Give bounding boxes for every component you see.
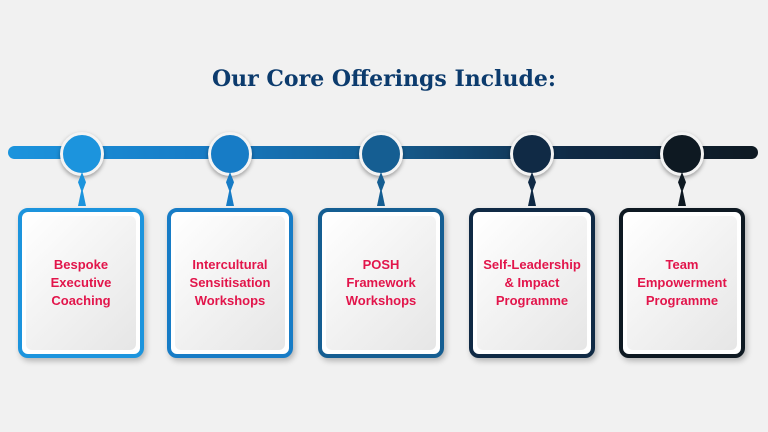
- offering-card-4: Self-Leadership & Impact Programme: [469, 208, 595, 358]
- timeline-node-4: [502, 128, 562, 328]
- node-circle: [60, 132, 104, 176]
- offering-label: Bespoke Executive Coaching: [50, 257, 112, 308]
- node-connector: [528, 172, 536, 206]
- offering-label: POSH Framework Workshops: [345, 257, 417, 308]
- offering-label: Intercultural Sensitisation Workshops: [189, 257, 271, 308]
- timeline-node-1: [52, 128, 112, 328]
- node-connector: [78, 172, 86, 206]
- node-connector: [377, 172, 385, 206]
- timeline-node-2: [200, 128, 260, 328]
- timeline-node-5: [652, 128, 712, 328]
- node-circle: [359, 132, 403, 176]
- node-circle: [510, 132, 554, 176]
- node-connector: [678, 172, 686, 206]
- offering-card-3: POSH Framework Workshops: [318, 208, 444, 358]
- node-connector: [226, 172, 234, 206]
- page-title: Our Core Offerings Include:: [212, 66, 556, 92]
- timeline-node-3: [351, 128, 411, 328]
- offering-card-2: Intercultural Sensitisation Workshops: [167, 208, 293, 358]
- node-circle: [660, 132, 704, 176]
- node-circle: [208, 132, 252, 176]
- offering-label: Self-Leadership & Impact Programme: [483, 257, 581, 308]
- offering-card-1: Bespoke Executive Coaching: [18, 208, 144, 358]
- offering-label: Team Empowerment Programme: [637, 257, 727, 308]
- offering-card-5: Team Empowerment Programme: [619, 208, 745, 358]
